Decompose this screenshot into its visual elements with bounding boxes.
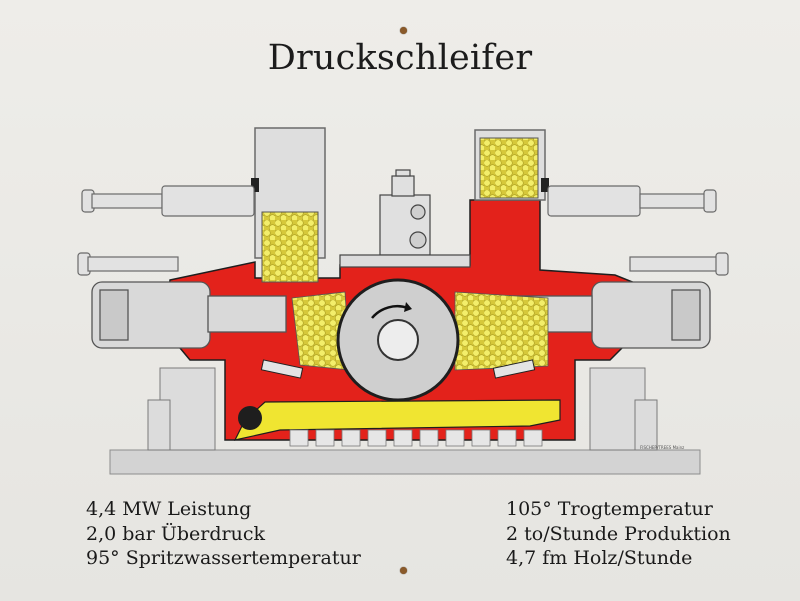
spec-wood-per-hour: 4,7 fm Holz/Stunde bbox=[506, 547, 693, 569]
left-hopper bbox=[251, 127, 326, 283]
top-drive-unit bbox=[339, 169, 471, 268]
left-pedestal bbox=[147, 367, 216, 451]
upper-left-cylinder bbox=[81, 185, 255, 217]
right-pedestal bbox=[589, 367, 658, 451]
outlet-pipe bbox=[238, 406, 262, 430]
right-wood-charge bbox=[454, 291, 549, 371]
trough-ribs bbox=[289, 429, 543, 447]
middle-right-cylinder bbox=[629, 252, 729, 276]
grindstone-hub bbox=[377, 319, 419, 361]
grindstone-rotation-arrow-icon bbox=[371, 305, 409, 319]
spec-overpressure: 2,0 bar Überdruck bbox=[86, 522, 266, 545]
right-pressure-shoe bbox=[492, 359, 536, 379]
screw-bottom bbox=[400, 567, 407, 574]
middle-left-cylinder bbox=[77, 252, 179, 276]
right-specs: 105° Trogtemperatur 2 to/Stunde Produkti… bbox=[506, 497, 731, 571]
left-pressure-shoe bbox=[260, 359, 304, 379]
left-specs: 4,4 MW Leistung 2,0 bar Überdruck 95° Sp… bbox=[86, 497, 361, 571]
upper-right-cylinder bbox=[547, 185, 717, 217]
spec-production: 2 to/Stunde Produktion bbox=[506, 522, 731, 545]
left-press-motor bbox=[91, 281, 287, 349]
base-slab bbox=[109, 449, 701, 475]
page-title: Druckschleifer bbox=[267, 38, 533, 78]
spec-spray-water-temperature: 95° Spritzwassertemperatur bbox=[86, 547, 361, 569]
maker-credit: FISCHER/TREES Mainz bbox=[640, 445, 685, 450]
right-hopper bbox=[474, 129, 549, 201]
screw-top bbox=[400, 27, 407, 34]
spec-trough-temperature: 105° Trogtemperatur bbox=[506, 498, 713, 520]
spec-power: 4,4 MW Leistung bbox=[86, 498, 252, 520]
